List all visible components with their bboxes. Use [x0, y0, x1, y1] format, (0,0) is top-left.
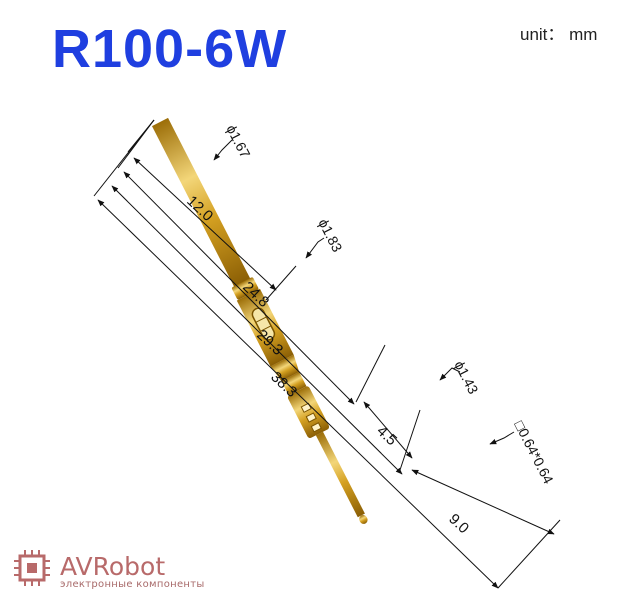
leader-dia-collar	[305, 237, 325, 259]
label-dia-plunger: ϕ1.43	[451, 358, 481, 397]
leader-tip	[489, 431, 515, 445]
label-tip-square: □0.64*0.64	[511, 418, 557, 486]
label-dia-tube: ϕ1.67	[223, 122, 253, 161]
dimension-lines	[97, 157, 555, 589]
leader-lines	[213, 139, 515, 445]
label-dia-collar: ϕ1.83	[315, 216, 345, 255]
probe-body	[151, 117, 368, 524]
dim-line-24	[123, 171, 355, 405]
logo-tagline: электронные компоненты	[60, 579, 205, 590]
label-len-45: 4.5	[373, 422, 400, 449]
label-len-9: 9.0	[445, 510, 472, 537]
logo-name: AVRobot	[60, 552, 166, 581]
plunger-shaft	[315, 431, 365, 518]
leader-dia-plunger	[439, 367, 461, 381]
dim-line-9	[411, 469, 555, 535]
product-title: R100-6W	[52, 19, 288, 79]
extension-lines	[93, 119, 561, 589]
leader-dia-tube	[213, 139, 233, 161]
chip-logo-icon	[14, 550, 50, 586]
dim-line-45	[363, 401, 413, 459]
unit-label: unit： mm	[520, 25, 598, 44]
dim-line-29	[111, 185, 403, 475]
dim-line-38	[97, 199, 499, 589]
